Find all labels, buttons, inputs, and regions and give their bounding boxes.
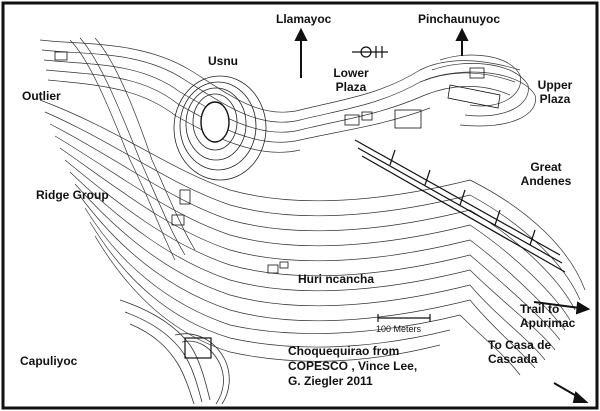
great-andenes-terraces (354, 139, 566, 273)
map-credit: Choquequirao from COPESCO , Vince Lee, G… (288, 344, 418, 388)
contour-lines (39, 99, 586, 376)
capuliyoc-terraces (119, 299, 230, 405)
label-hurincancha: Huri ncancha (298, 272, 375, 286)
label-usnu: Usnu (208, 54, 238, 68)
label-pinchaunuyoc: Pinchaunuyoc (418, 12, 501, 26)
label-upper-plaza: Upper Plaza (537, 78, 573, 106)
label-lower-plaza: Lower Plaza (333, 66, 369, 94)
label-llamayoc: Llamayoc (276, 12, 332, 26)
ruin-structures (54, 51, 501, 274)
label-scale-bar: 100 Meters (376, 324, 422, 334)
ridge-contours (39, 37, 521, 261)
label-casa-cascada: To Casa de Cascada (488, 338, 552, 366)
label-trail-apurimac: Trail to Apurimac (520, 302, 576, 330)
label-outlier: Outlier (22, 89, 61, 103)
scale-bar (377, 314, 431, 322)
label-great-andenes: Great Andenes (520, 160, 572, 188)
upper-plaza-hill (424, 54, 536, 127)
label-capuliyoc: Capuliyoc (20, 354, 78, 368)
label-ridge-group: Ridge Group (36, 188, 109, 202)
north-arrow-icon (352, 46, 388, 58)
direction-arrow-icon (294, 27, 591, 403)
usnu-hilltop (173, 75, 267, 181)
